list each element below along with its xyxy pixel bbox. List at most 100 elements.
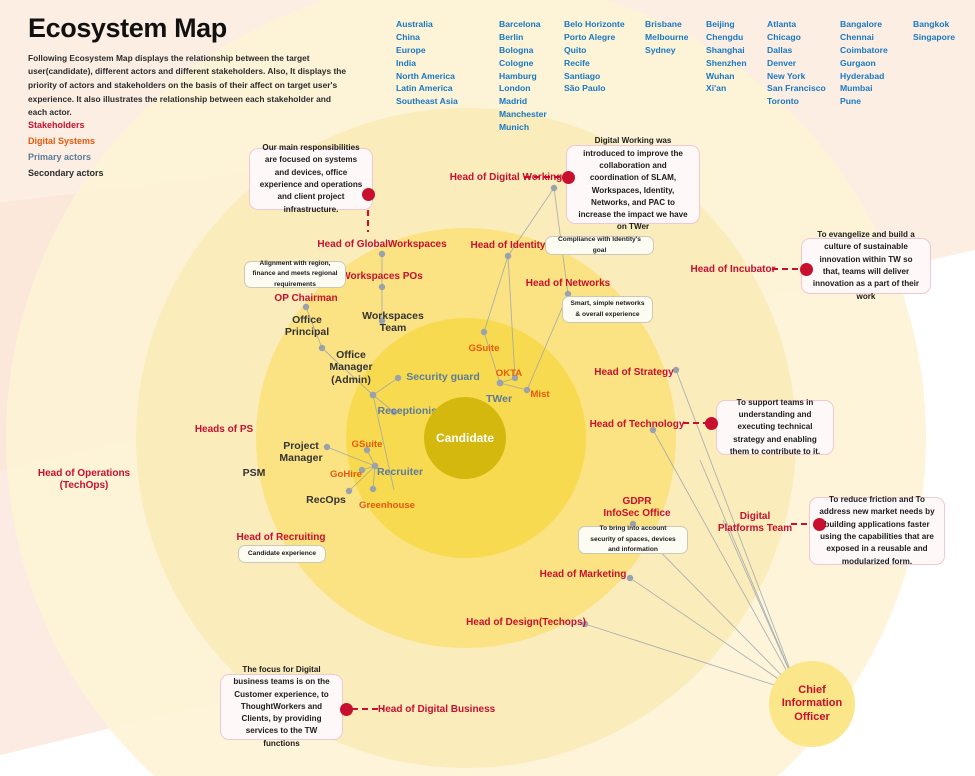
city-item: Porto Alegre — [564, 31, 616, 42]
node-label-gsuite-top[interactable]: GSuite — [469, 343, 500, 354]
candidate-label: Candidate — [435, 431, 494, 445]
city-item: Atlanta — [767, 19, 797, 29]
node-label-mist[interactable]: Mist — [530, 389, 549, 400]
legend: Stakeholders Digital Systems Primary act… — [28, 117, 104, 181]
callout-technology: To support teams in understanding and ex… — [716, 398, 834, 456]
node-label-okta[interactable]: OKTA — [496, 368, 522, 379]
node-label-head-of-globalworkspaces[interactable]: Head of GlobalWorkspaces — [317, 239, 446, 251]
page-subtitle: Following Ecosystem Map displays the rel… — [28, 52, 347, 118]
node-label-gohire[interactable]: GoHire — [330, 469, 362, 480]
note-networks: Smart, simple networks & overall experie… — [562, 296, 653, 323]
city-item: Europe — [396, 44, 426, 55]
city-item: New York — [767, 70, 806, 81]
candidate-node[interactable]: Candidate — [424, 397, 506, 479]
node-label-line: Manager — [329, 361, 373, 374]
node-label-op-chairman[interactable]: OP Chairman — [274, 293, 337, 305]
note-gdpr: To bring into account security of spaces… — [578, 525, 688, 554]
city-item: Mumbai — [840, 83, 873, 94]
node-label-security-guard[interactable]: Security guard — [406, 371, 480, 383]
city-item: Sydney — [645, 44, 676, 55]
node-label-head-of-design-techops[interactable]: Head of Design(Techops) — [466, 617, 586, 629]
node-label-head-of-strategy[interactable]: Head of Strategy — [594, 367, 673, 379]
node-label-workspaces-pos[interactable]: Workspaces POs — [341, 271, 423, 283]
node-label-line: Principal — [284, 326, 330, 339]
node-label-recruiter[interactable]: Recruiter — [377, 466, 423, 478]
node-label-head-of-recruiting[interactable]: Head of Recruiting — [237, 532, 326, 544]
node-label-line: Greenhouse — [359, 500, 415, 511]
node-label-line: InfoSec Office — [603, 507, 671, 519]
dot-incubator[interactable] — [799, 262, 813, 276]
city-item: Manchester — [499, 109, 547, 120]
legend-item-secondary-actors: Secondary actors — [28, 168, 104, 179]
node-label-line: Head of Marketing — [539, 569, 627, 580]
node-label-psm[interactable]: PSM — [243, 467, 266, 479]
node-label-line: Head of GlobalWorkspaces — [317, 239, 447, 250]
dot-digital-business[interactable] — [339, 702, 353, 716]
node-label-head-of-marketing[interactable]: Head of Marketing — [540, 569, 627, 581]
city-item: Belo Horizonte — [564, 19, 625, 29]
node-label-greenhouse[interactable]: Greenhouse — [359, 500, 415, 511]
city-item: Dallas — [767, 44, 793, 55]
node-label-line: RecOps — [306, 494, 346, 506]
city-item: Madrid — [499, 96, 528, 107]
node-label-head-of-identity[interactable]: Head of Identity — [470, 240, 545, 252]
callout-global-workspaces: Our main responsibilities are focused on… — [249, 143, 373, 214]
node-label-line: Workspaces POs — [341, 271, 423, 282]
city-item: Coimbatore — [840, 44, 888, 55]
node-label-twer[interactable]: TWer — [486, 393, 512, 405]
city-item: Singapore — [913, 31, 956, 42]
node-label-head-of-operations[interactable]: Head of Operations(TechOps) — [38, 468, 130, 492]
legend-item-stakeholders: Stakeholders — [28, 120, 85, 130]
node-label-head-of-networks[interactable]: Head of Networks — [526, 278, 610, 290]
node-label-head-of-technology[interactable]: Head of Technology — [590, 419, 685, 431]
node-label-line: Office — [292, 314, 322, 326]
node-label-gsuite-bottom[interactable]: GSuite — [352, 439, 383, 450]
node-label-line: GSuite — [351, 439, 383, 450]
callout-digital-working: Digital Working was introduced to improv… — [566, 136, 700, 231]
node-label-head-of-digital-working[interactable]: Head of Digital Working — [450, 172, 563, 184]
dot-global-workspaces[interactable] — [361, 187, 375, 201]
node-label-heads-of-ps[interactable]: Heads of PS — [195, 424, 253, 436]
node-label-line: Project — [283, 440, 319, 452]
node-label-head-of-incubator[interactable]: Head of Incubator — [690, 264, 775, 276]
city-item: Pune — [840, 96, 862, 107]
node-label-line: Mist — [530, 389, 550, 400]
city-item: Santiago — [564, 70, 601, 81]
dot-digital-platforms[interactable] — [812, 517, 826, 531]
node-label-recops[interactable]: RecOps — [306, 494, 346, 506]
node-label-line: Head of Strategy — [594, 367, 674, 378]
node-label-line: Head of Digital Business — [378, 704, 496, 715]
node-label-line: GoHire — [330, 469, 362, 480]
dot-digital-working[interactable] — [561, 170, 575, 184]
city-item: Gurgaon — [840, 57, 876, 68]
dot-technology[interactable] — [704, 416, 718, 430]
city-item: Shenzhen — [706, 57, 747, 68]
node-label-line: Heads of PS — [194, 424, 254, 435]
node-label-line: TWer — [485, 393, 513, 405]
node-label-line: Head of Design(Techops) — [466, 617, 586, 628]
city-item: Bologna — [499, 44, 534, 55]
callout-digital-platforms: To reduce friction and To address new ma… — [809, 495, 945, 566]
node-label-receptionist[interactable]: Receptionist — [377, 405, 440, 417]
note-recruiting: Candidate experience — [238, 545, 326, 563]
city-item: Chengdu — [706, 31, 744, 42]
city-item: Quito — [564, 44, 587, 55]
city-item: London — [499, 83, 531, 94]
node-label-head-of-digital-business[interactable]: Head of Digital Business — [378, 704, 495, 716]
